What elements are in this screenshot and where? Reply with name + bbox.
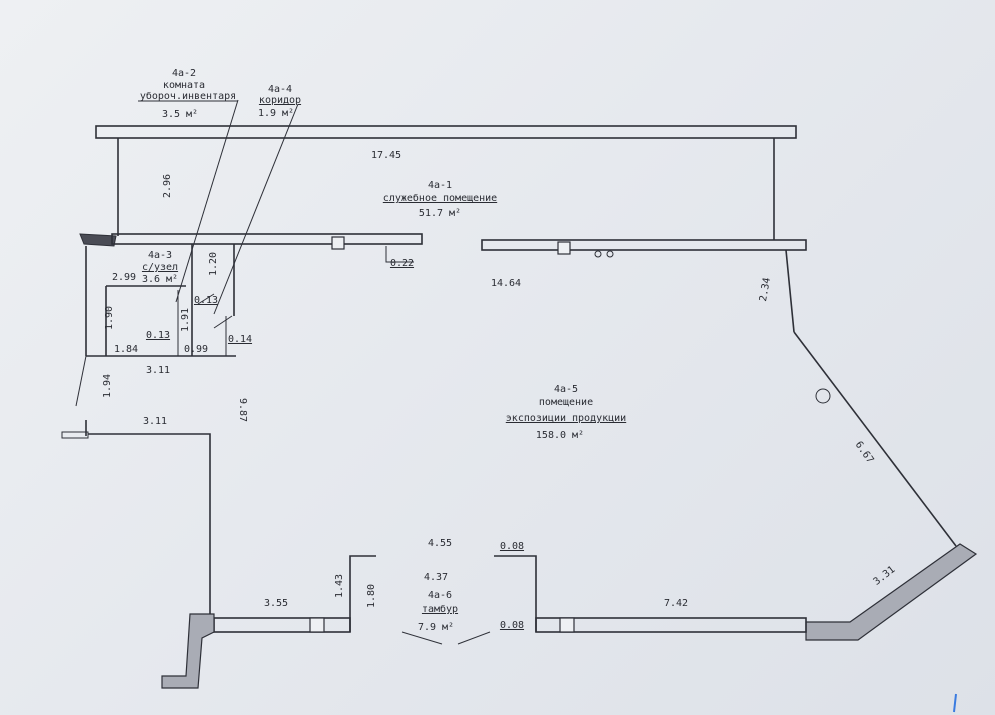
dim-0-13-b: 0.13	[146, 330, 170, 341]
dim-3-11-b: 3.11	[143, 416, 167, 427]
dim-6-67: 6.67	[853, 440, 876, 466]
dim-4-55: 4.55	[428, 538, 452, 549]
dim-1-91: 1.91	[180, 308, 191, 332]
room-4a-2-area: 3.5 м²	[162, 109, 198, 120]
dimensions: 17.45 2.96 1.20 2.99 0.22 14.64 2.34 0.1…	[102, 150, 897, 631]
room-4a-5-line1: помещение	[539, 397, 593, 408]
dim-3-31: 3.31	[872, 564, 898, 588]
bottom-wall-right	[535, 617, 807, 633]
room-labels: 4а-2 комната убороч.инвентаря 3.5 м² 4а-…	[140, 68, 626, 633]
bottom-wall-left	[213, 617, 351, 633]
dim-1-20: 1.20	[208, 252, 219, 276]
column-right	[557, 241, 571, 255]
room-4a-5-line2: экспозиции продукции	[506, 413, 626, 424]
dim-0-99: 0.99	[184, 344, 208, 355]
left-corridor-wall	[88, 433, 211, 614]
dim-4-37: 4.37	[424, 572, 448, 583]
door-corridor	[197, 293, 215, 305]
dim-0-14: 0.14	[228, 334, 252, 345]
room-4a-2-line2: убороч.инвентаря	[140, 90, 236, 102]
column-bottom-left	[309, 617, 325, 633]
dim-2-34: 2.34	[758, 277, 773, 303]
left-door-leaf	[75, 355, 87, 407]
dim-17-45: 17.45	[371, 150, 401, 161]
column-bottom-right	[559, 617, 575, 633]
dim-0-08-b: 0.08	[500, 620, 524, 631]
dim-3-11-a: 3.11	[146, 365, 170, 376]
dim-0-08-a: 0.08	[500, 541, 524, 552]
door-leaf-right	[457, 631, 491, 645]
column-round	[815, 388, 831, 404]
room-4a-4-name: коридор	[259, 95, 301, 106]
bottom-right-wall	[805, 543, 978, 641]
leader-4a-4	[213, 103, 299, 315]
dim-1-43: 1.43	[334, 574, 345, 598]
room-4a-1-code: 4а-1	[428, 180, 452, 191]
dim-7-42: 7.42	[664, 598, 688, 609]
dim-1-94: 1.94	[102, 374, 113, 398]
vestibule-right-wall	[494, 555, 537, 632]
room-4a-4-code: 4а-4	[268, 84, 292, 95]
dim-14-64: 14.64	[491, 278, 521, 289]
pipe-2	[606, 250, 614, 258]
room-4a-3-area: 3.6 м²	[142, 274, 178, 285]
room-4a-1-area: 51.7 м²	[419, 208, 461, 219]
right-wall-slant	[793, 331, 957, 547]
room-4a-2-code: 4а-2	[172, 68, 196, 79]
left-wall-ledge	[61, 431, 89, 439]
middle-wall-end	[79, 233, 117, 247]
middle-wall-left	[111, 233, 423, 245]
pipe-1	[594, 250, 602, 258]
dim-1-90: 1.90	[104, 306, 115, 330]
dim-1-84: 1.84	[114, 344, 138, 355]
room-4a-6-name: тамбур	[422, 603, 458, 615]
room-4a-2-line1: комната	[163, 80, 205, 91]
dim-1-80: 1.80	[366, 584, 377, 608]
dim-0-13-a: 0.13	[194, 295, 218, 306]
room-4a-3-code: 4а-3	[148, 250, 172, 261]
dim-9-87: 9.87	[237, 398, 248, 422]
room-4a-1-name: служебное помещение	[383, 192, 497, 204]
leader-4a-2	[175, 99, 239, 303]
right-wall-upper	[785, 249, 795, 333]
dim-2-96: 2.96	[162, 174, 173, 198]
top-wall	[95, 125, 797, 139]
room-4a-5-code: 4а-5	[554, 384, 578, 395]
blue-mark	[953, 693, 957, 713]
dim-2-99: 2.99	[112, 272, 136, 283]
vestibule-left-wall	[349, 555, 376, 632]
bottom-left-wall	[161, 613, 215, 689]
door-wc	[213, 315, 233, 329]
middle-wall-right	[481, 239, 807, 251]
dim-0-22: 0.22	[390, 258, 414, 269]
room-4a-6-area: 7.9 м²	[418, 622, 454, 633]
ledge-022	[385, 246, 414, 263]
room-4a-5-area: 158.0 м²	[536, 430, 584, 441]
column-left	[331, 236, 345, 250]
room-4a-3-name: с/узел	[142, 262, 178, 273]
room-4a-6-code: 4а-6	[428, 590, 452, 601]
door-leaf-left	[401, 631, 443, 645]
room-4a-4-area: 1.9 м²	[258, 108, 294, 119]
walls	[61, 99, 978, 689]
dim-3-55: 3.55	[264, 598, 288, 609]
